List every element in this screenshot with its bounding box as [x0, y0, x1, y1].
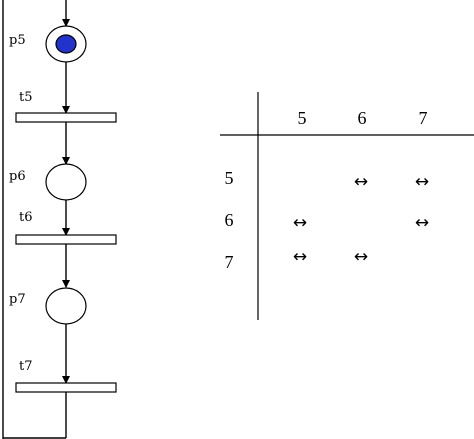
column-header-5: 5 — [298, 108, 307, 128]
row-header-6: 6 — [225, 210, 234, 230]
cell-7-6: ↔ — [354, 247, 368, 267]
cell-7-5: ↔ — [293, 247, 307, 267]
place-p5-token — [55, 34, 77, 54]
transition-t6 — [15, 234, 117, 245]
relation-table: 5 6 7 5 6 7 ↔ ↔ ↔ ↔ ↔ ↔ — [220, 92, 474, 320]
column-header-7: 7 — [419, 108, 428, 128]
place-label-p5: p5 — [9, 33, 26, 48]
place-p6 — [45, 163, 87, 201]
transition-t5 — [15, 112, 117, 123]
row-header-5: 5 — [225, 168, 234, 188]
cell-6-7: ↔ — [415, 213, 429, 233]
cell-6-5: ↔ — [293, 213, 307, 233]
transition-label-t7: t7 — [19, 359, 33, 374]
transition-label-t6: t6 — [19, 210, 33, 225]
transition-t7 — [15, 382, 117, 393]
cell-5-6: ↔ — [354, 172, 368, 192]
cell-5-7: ↔ — [415, 172, 429, 192]
place-label-p6: p6 — [9, 169, 26, 184]
row-header-7: 7 — [225, 252, 234, 272]
place-p7 — [45, 287, 87, 325]
petri-net: p5 t5 p6 t6 p7 t7 — [2, 0, 117, 439]
transition-label-t5: t5 — [19, 90, 33, 105]
place-label-p7: p7 — [9, 292, 26, 307]
column-header-6: 6 — [358, 108, 367, 128]
